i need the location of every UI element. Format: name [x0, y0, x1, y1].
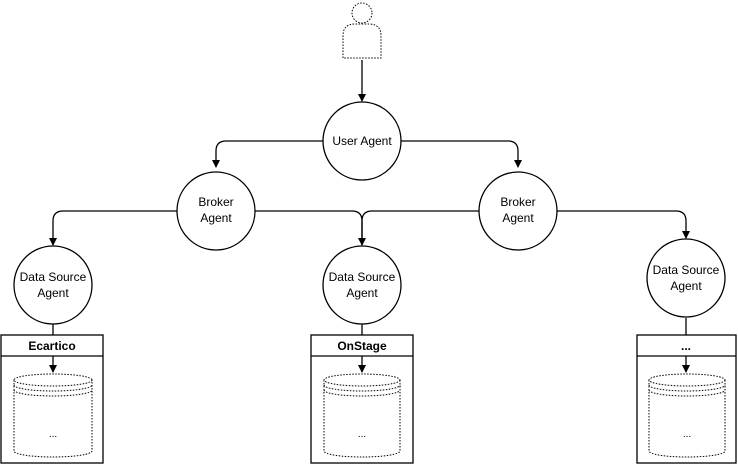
database-content-label: ... [683, 429, 691, 440]
data-source-agent-node-right: Data Source Agent [646, 238, 726, 318]
data-source-agent-node-middle: Data Source Agent [322, 245, 402, 325]
data-source-agent-label-line1: Data Source [329, 270, 396, 284]
edge-broker-left-to-datasource-middle [255, 210, 366, 246]
data-source-agent-label-line1: Data Source [653, 263, 720, 277]
database-cylinder-icon [323, 373, 401, 458]
edge-broker-right-to-datasource-right [557, 210, 690, 239]
user-agent-label: User Agent [332, 134, 392, 148]
database-title: Ecartico [28, 339, 75, 353]
database-box-other: ... ... [636, 334, 737, 464]
user-agent-node: User Agent [322, 101, 402, 181]
database-cylinder-icon [13, 373, 93, 458]
edge-user-agent-to-broker-left [212, 140, 323, 168]
broker-agent-node-right: Broker Agent [478, 171, 558, 251]
edge-broker-right-to-datasource-middle [361, 210, 479, 245]
broker-agent-node-left: Broker Agent [176, 171, 256, 251]
data-source-agent-label-line2: Agent [346, 286, 378, 300]
broker-agent-label-line1: Broker [198, 195, 233, 209]
database-title: OnStage [337, 339, 387, 353]
database-box-ecartico: Ecartico ... [0, 334, 104, 464]
broker-agent-label-line2: Agent [200, 211, 232, 225]
data-source-agent-label-line2: Agent [37, 286, 69, 300]
database-title: ... [681, 339, 691, 353]
data-source-agent-label-line2: Agent [670, 279, 702, 293]
edge-user-agent-to-broker-right [401, 140, 522, 168]
database-box-onstage: OnStage ... [310, 334, 414, 464]
database-content-label: ... [358, 429, 366, 440]
database-cylinder-icon [648, 373, 726, 458]
user-actor-icon [342, 2, 382, 59]
broker-agent-label-line2: Agent [502, 211, 534, 225]
edges [49, 60, 690, 335]
edge-broker-left-to-datasource-left [49, 210, 177, 246]
database-content-label: ... [49, 429, 57, 440]
data-source-agent-node-left: Data Source Agent [13, 245, 93, 325]
data-source-agent-label-line1: Data Source [20, 270, 87, 284]
broker-agent-label-line1: Broker [500, 195, 535, 209]
